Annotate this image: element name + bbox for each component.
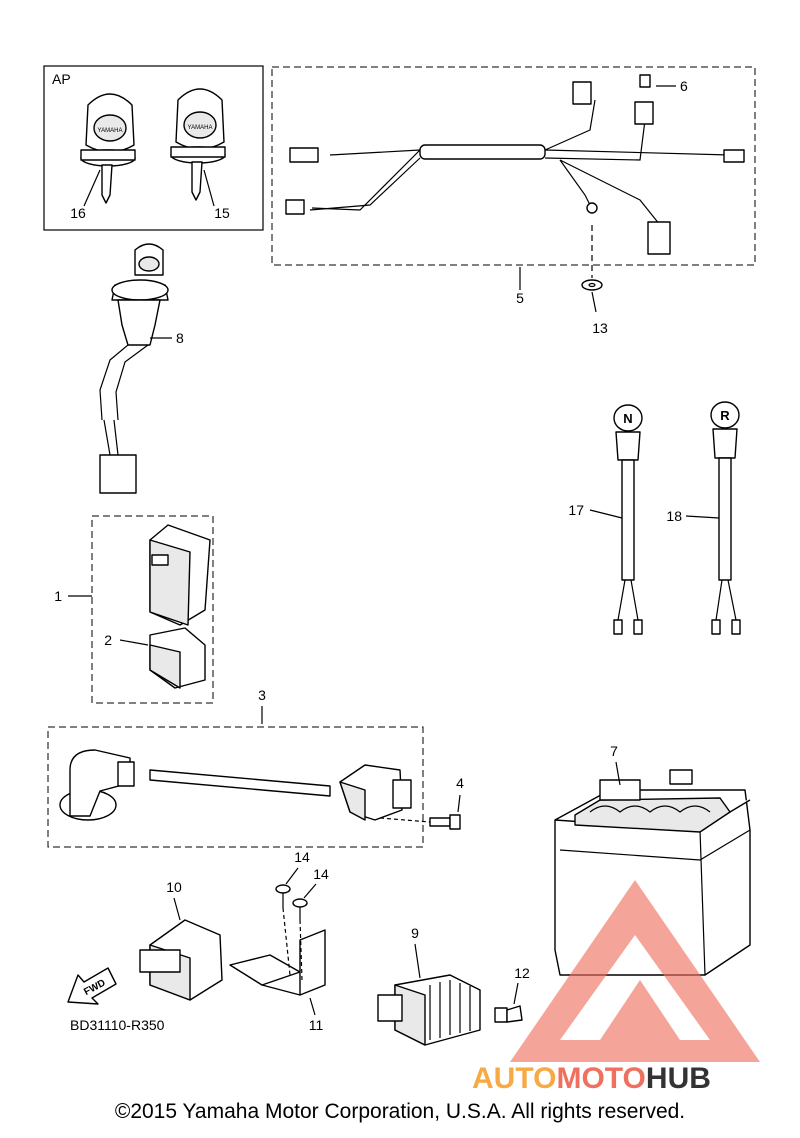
part-label-14a: 14 bbox=[294, 849, 310, 865]
part-label-12: 12 bbox=[514, 965, 530, 981]
key-16-icon: YAMAHA bbox=[80, 93, 136, 204]
part-label-15: 15 bbox=[214, 205, 230, 221]
reverse-switch-lead-18: R bbox=[710, 401, 741, 635]
part-label-9: 9 bbox=[411, 925, 419, 941]
bolt-12-icon bbox=[494, 1005, 523, 1023]
reverse-symbol: R bbox=[720, 408, 730, 423]
part-label-18: 18 bbox=[666, 508, 682, 524]
wire-harness-group: 5 6 bbox=[271, 66, 756, 306]
part-label-4: 4 bbox=[456, 775, 464, 791]
cdi-unit-group: 1 2 bbox=[54, 515, 214, 704]
relay-2-icon bbox=[149, 627, 206, 689]
rectifier-9-icon bbox=[377, 974, 481, 1046]
washer-13-icon bbox=[581, 225, 603, 291]
relay-10-icon bbox=[139, 919, 223, 1001]
part-label-1: 1 bbox=[54, 588, 62, 604]
watermark-text: AUTOMOTOHUB bbox=[472, 1062, 711, 1095]
diagram-code: BD31110-R350 bbox=[70, 1017, 165, 1033]
screw-14a-icon bbox=[275, 884, 291, 976]
main-switch-8-icon bbox=[99, 243, 169, 494]
bracket-11-icon bbox=[229, 929, 326, 996]
watermark-logo bbox=[510, 880, 760, 1062]
ignition-coil-icon bbox=[59, 749, 412, 821]
part-label-6: 6 bbox=[680, 78, 688, 94]
part-label-16: 16 bbox=[70, 205, 86, 221]
ap-label: AP bbox=[52, 71, 71, 87]
ap-key-box: AP YAMAHA 16 YAMAHA 15 bbox=[43, 65, 264, 231]
bolt-4-icon bbox=[379, 814, 461, 830]
part-label-13: 13 bbox=[592, 320, 608, 336]
key-15-icon: YAMAHA bbox=[170, 88, 226, 201]
part-label-8: 8 bbox=[176, 330, 184, 346]
key-brand-text: YAMAHA bbox=[98, 128, 123, 134]
neutral-switch-lead-17: N bbox=[613, 404, 643, 635]
part-label-5: 5 bbox=[516, 290, 524, 306]
neutral-symbol: N bbox=[623, 411, 632, 426]
part-label-2: 2 bbox=[104, 632, 112, 648]
key-brand-text: YAMAHA bbox=[188, 125, 213, 131]
copyright-text: ©2015 Yamaha Motor Corporation, U.S.A. A… bbox=[114, 1100, 686, 1123]
cdi-unit-icon bbox=[149, 524, 211, 626]
part-label-11: 11 bbox=[309, 1017, 324, 1033]
screw-14b-icon bbox=[292, 898, 308, 981]
part-label-14b: 14 bbox=[313, 866, 329, 882]
part-label-17: 17 bbox=[568, 502, 584, 518]
part-label-10: 10 bbox=[166, 879, 182, 895]
ignition-coil-group: 3 4 bbox=[47, 687, 464, 848]
part-label-7: 7 bbox=[610, 743, 618, 759]
wire-harness-icon bbox=[285, 74, 745, 255]
fwd-arrow-icon: FWD bbox=[67, 967, 117, 1005]
part-label-3: 3 bbox=[258, 687, 266, 703]
